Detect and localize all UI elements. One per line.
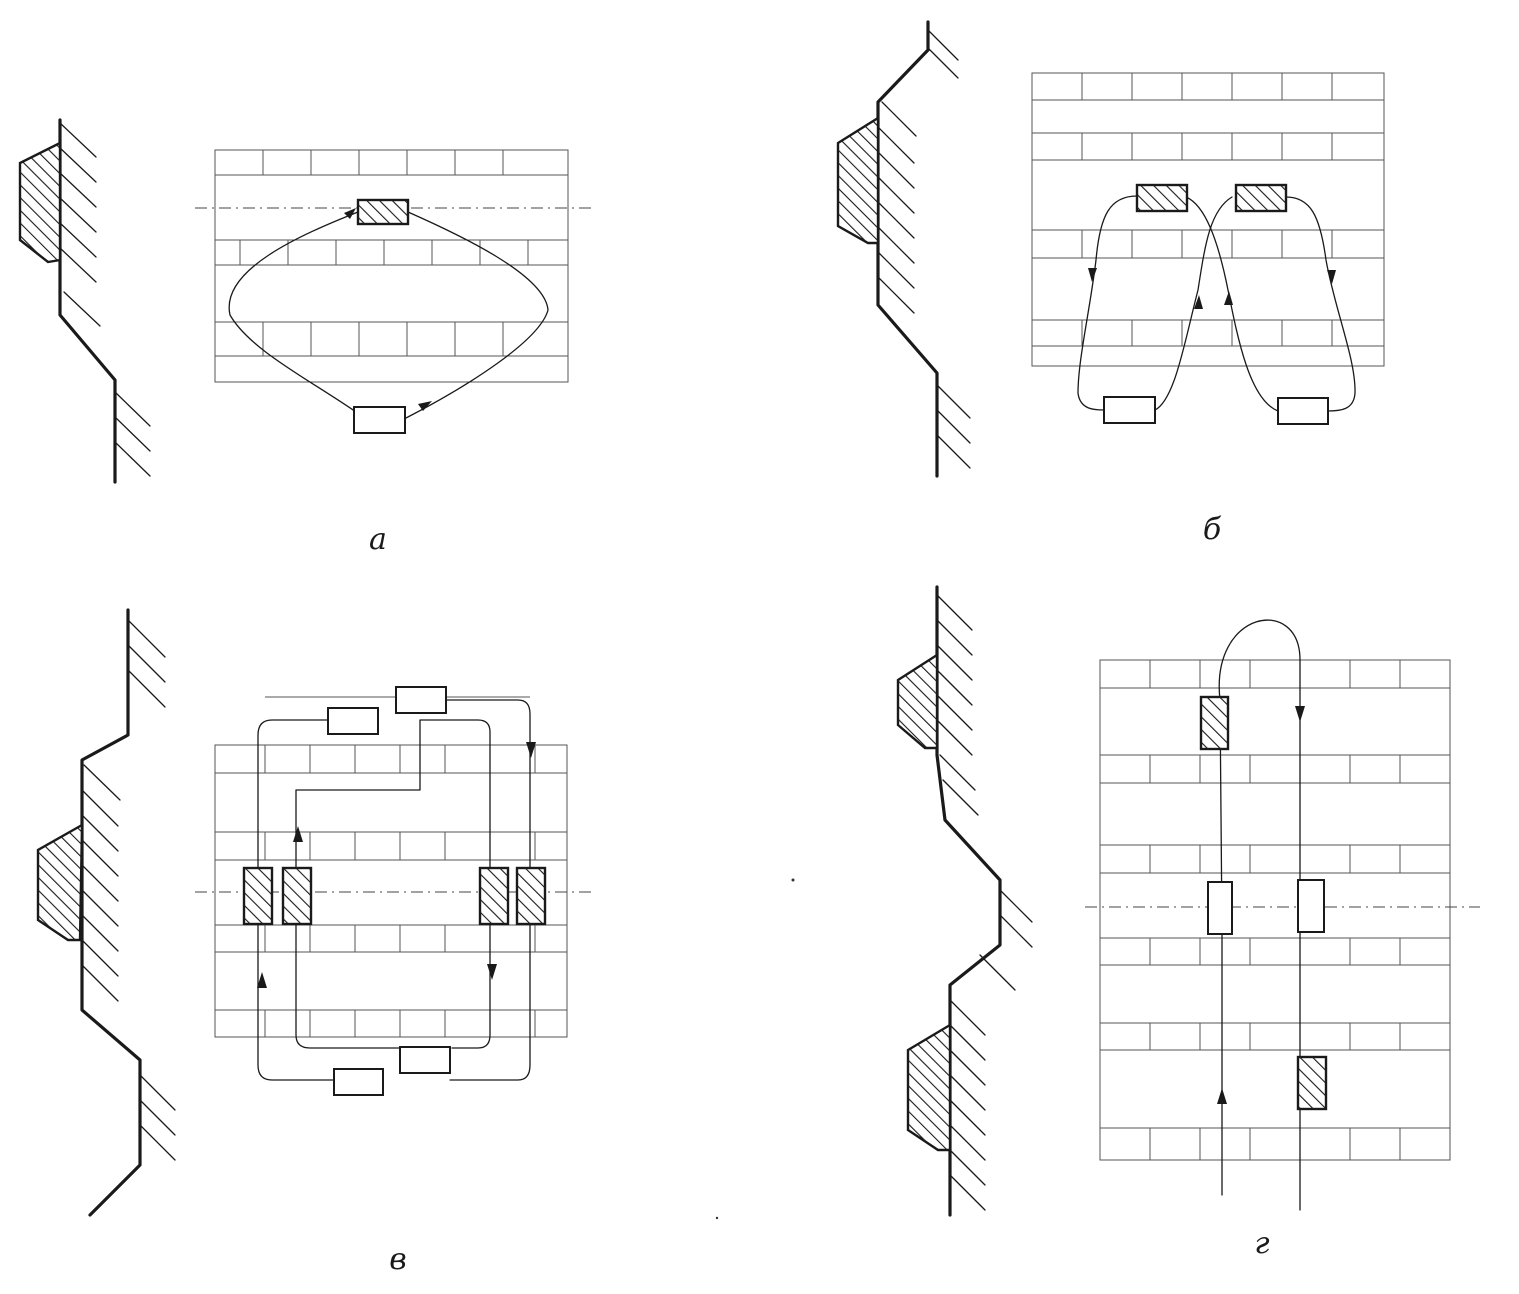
panel-g-arrow-up — [1217, 1088, 1227, 1104]
panel-v-slope-profile — [36, 608, 176, 1217]
panel-v-route-outer-right — [419, 699, 531, 869]
panel-b-arrow-1 — [1088, 268, 1097, 282]
panel-g-slope-profile — [896, 585, 1033, 1217]
panel-a-ground-hatching — [59, 122, 151, 477]
panel-b-dump-point-right — [1277, 397, 1329, 425]
panel-v-route-inner-bottom-right — [451, 923, 491, 1049]
caption-panel-g: г — [1254, 1226, 1270, 1261]
panel-v-excavator-4 — [515, 866, 547, 926]
panel-v-route-inner-top — [295, 719, 491, 869]
panel-b-route-4 — [1285, 196, 1356, 412]
panel-v-route-outer-bottom-left — [257, 923, 335, 1081]
panel-a-bench-grid — [195, 149, 595, 383]
panel-v-excavator-2 — [281, 866, 313, 926]
panel-b — [836, 20, 1385, 478]
speck — [715, 1216, 719, 1220]
panel-v-dump-point-1 — [327, 707, 379, 735]
panel-b-excavator-right — [1234, 183, 1288, 213]
panel-b-arrow-4 — [1327, 270, 1336, 284]
panel-v-dump-point-3 — [399, 1046, 451, 1074]
panel-g-excavator-lower — [1296, 1055, 1328, 1111]
panel-b-bench-grid — [1031, 72, 1385, 367]
caption-panel-a: а — [369, 522, 387, 557]
panel-g-excavated-block-upper — [896, 652, 939, 750]
panel-v-dump-point-2 — [395, 686, 447, 714]
panel-b-ground-hatching — [877, 29, 971, 469]
panel-a-dump-point — [353, 406, 406, 434]
panel-a-arrow-right — [418, 401, 432, 411]
panel-a-route-right — [405, 211, 549, 419]
panel-g-dump-point-left — [1207, 881, 1233, 935]
panel-g-excavated-block-lower — [906, 1022, 952, 1152]
panel-a-excavated-block — [18, 141, 62, 264]
panel-v-route-inner-bottom-left — [295, 923, 401, 1049]
panel-g-arrow-down — [1295, 706, 1305, 722]
panel-g-bench-grid — [1085, 659, 1480, 1161]
panel-v-excavated-block — [36, 822, 84, 942]
panel-g-route-loop — [1218, 619, 1301, 1211]
panel-v-arrow-2 — [293, 826, 303, 842]
panel-v-arrow-4 — [526, 742, 536, 758]
panel-b-route-1 — [1077, 195, 1138, 411]
speck — [791, 878, 795, 882]
panel-a-route-left — [228, 211, 359, 413]
caption-panel-b: б — [1202, 512, 1222, 547]
panel-b-arrow-2 — [1194, 295, 1203, 309]
caption-panel-v: в — [389, 1242, 407, 1277]
panel-v-excavator-3 — [478, 866, 510, 926]
panel-a-slope-profile — [18, 118, 151, 484]
panel-b-route-3 — [1185, 196, 1279, 412]
panel-v-dump-point-4 — [333, 1068, 384, 1096]
panel-v-route-outer-left — [257, 719, 329, 869]
panel-a-arrow-up — [344, 208, 356, 219]
panel-v — [36, 608, 595, 1217]
panel-v-excavator-1 — [242, 866, 274, 926]
panel-b-excavated-block — [836, 115, 880, 245]
panel-g — [896, 585, 1480, 1217]
panel-b-arrow-3 — [1224, 291, 1233, 305]
panel-b-dump-point-left — [1103, 396, 1156, 424]
panel-v-ground-hatching — [81, 619, 176, 1161]
panel-v-arrow-1 — [257, 972, 267, 988]
panel-g-ground-hatching — [936, 594, 1033, 1211]
panel-g-dump-point-right — [1297, 879, 1325, 933]
panel-a-excavator — [356, 198, 410, 226]
panel-v-arrow-3 — [487, 964, 497, 980]
panel-b-route-2 — [1154, 196, 1233, 411]
panel-b-slope-profile — [836, 20, 971, 478]
panel-b-excavator-left — [1135, 183, 1189, 213]
panel-a — [18, 118, 595, 484]
panel-v-route-outer-bottom-right — [449, 923, 531, 1081]
panel-g-excavator-upper — [1199, 695, 1230, 751]
